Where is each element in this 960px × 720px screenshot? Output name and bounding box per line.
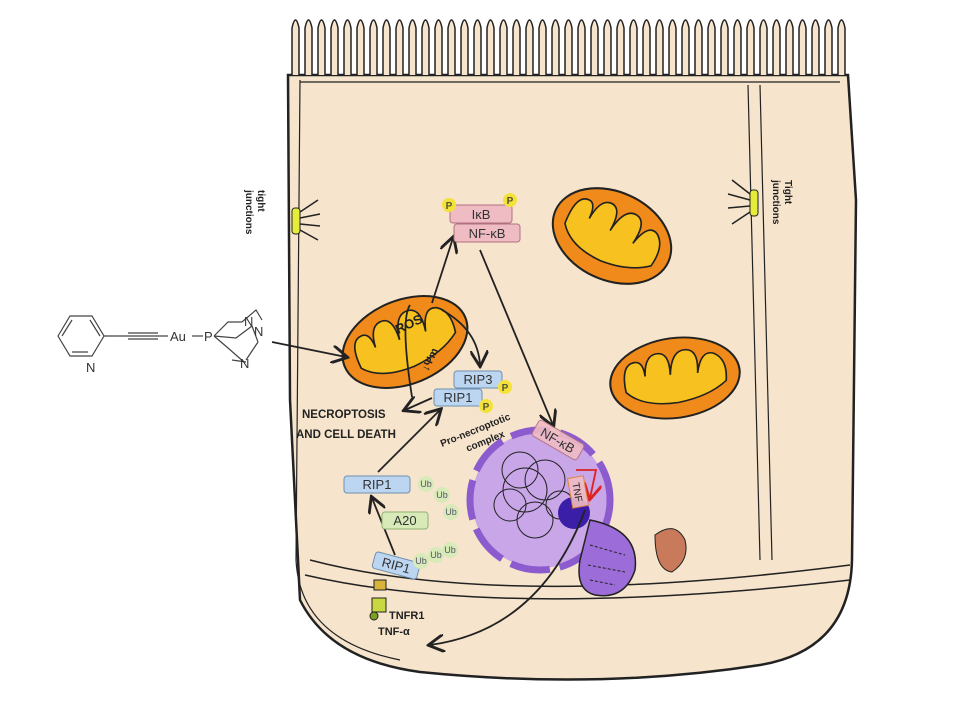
svg-text:Au: Au <box>170 329 186 344</box>
gold-compound-structure <box>57 309 263 363</box>
tnf-alpha-label: TNF-α <box>378 626 410 638</box>
svg-text:A20: A20 <box>393 513 416 528</box>
microvilli <box>291 19 846 75</box>
epithelial-cell <box>286 19 858 681</box>
tight-junction-label-left: tight <box>255 190 266 212</box>
tnfr1-label: TNFR1 <box>389 610 424 622</box>
svg-text:tightjunctions: tightjunctions <box>243 189 266 235</box>
svg-text:Ub: Ub <box>444 545 456 555</box>
svg-text:Ub: Ub <box>420 479 432 489</box>
svg-text:Ub: Ub <box>436 490 448 500</box>
ubiquitin-chain: Ub Ub Ub Ub Ub Ub <box>413 476 459 569</box>
svg-text:P: P <box>446 201 453 212</box>
nfkb-cyto-box: NF-κB <box>453 223 521 243</box>
svg-text:N: N <box>240 356 249 371</box>
svg-text:Tightjunctions: Tightjunctions <box>770 179 793 225</box>
compound-atom-labels: N Au P N N N <box>86 314 263 375</box>
svg-text:P: P <box>507 196 514 207</box>
tight-junction-right: Tightjunctions <box>727 179 793 225</box>
svg-text:RIP1: RIP1 <box>380 555 412 577</box>
svg-text:NF-κB: NF-κB <box>469 226 506 241</box>
rip1-complex-box: RIP1 <box>433 388 483 407</box>
svg-text:RIP3: RIP3 <box>464 372 493 387</box>
svg-text:Ub: Ub <box>445 507 457 517</box>
endoplasmic-reticulum <box>578 519 637 597</box>
ikb-box: IκB <box>449 204 513 224</box>
svg-text:N: N <box>244 314 253 329</box>
tnfr1-receptor <box>369 579 387 621</box>
svg-text:P: P <box>483 402 490 413</box>
svg-text:RIP1: RIP1 <box>363 477 392 492</box>
golgi-vesicle <box>654 528 687 573</box>
svg-text:TNF: TNF <box>569 482 583 503</box>
rip3-box: RIP3 <box>453 370 503 389</box>
microvillus <box>291 19 846 75</box>
svg-text:IκB: IκB <box>472 207 491 222</box>
tight-junction-label-right: Tight <box>782 180 793 205</box>
svg-text:N: N <box>254 324 263 339</box>
svg-text:N: N <box>86 360 95 375</box>
rip1-mid-box: RIP1 <box>343 475 411 494</box>
a20-box: A20 <box>381 511 429 530</box>
transcription-arrow <box>576 469 596 498</box>
svg-text:Ub: Ub <box>415 556 427 566</box>
svg-text:RIP1: RIP1 <box>444 390 473 405</box>
tnf-gene-box: TNF <box>566 475 590 509</box>
svg-text:Ub: Ub <box>430 550 442 560</box>
svg-text:P: P <box>502 383 509 394</box>
tight-junction-left: tightjunctions <box>243 189 321 241</box>
pathway-arrows <box>271 238 586 645</box>
svg-text:P: P <box>204 329 213 344</box>
phosphate-groups: P P P P <box>442 193 517 413</box>
rip1-membrane-box: RIP1 <box>371 551 421 580</box>
